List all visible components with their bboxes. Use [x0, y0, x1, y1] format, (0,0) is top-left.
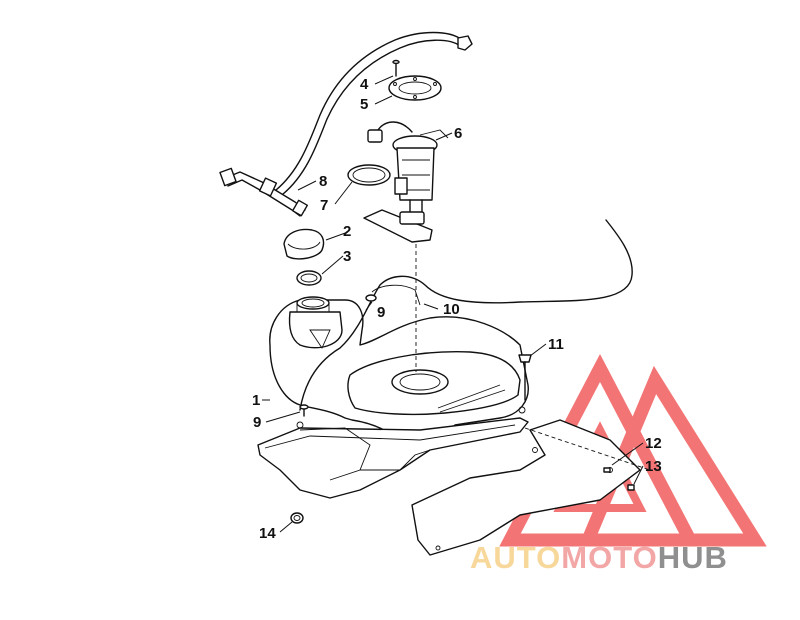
nut [627, 484, 635, 491]
callout-9-upper: 9 [377, 304, 385, 321]
pump-strainer [363, 209, 433, 243]
screw [392, 59, 400, 77]
callout-10: 10 [443, 301, 460, 318]
callout-5: 5 [360, 96, 368, 113]
callout-labels: 1 2 3 4 5 6 7 8 9 9 10 11 12 13 14 [252, 76, 662, 542]
fuel-pump-assembly [367, 121, 449, 213]
cap-seal-ring [296, 270, 322, 286]
callout-2: 2 [343, 223, 351, 240]
callout-9-lower: 9 [253, 414, 261, 431]
fuel-tank [257, 296, 529, 499]
callout-14: 14 [259, 525, 276, 542]
hose-clamp-lower [299, 404, 309, 417]
brand-hub: HUB [657, 540, 728, 575]
callout-6: 6 [454, 125, 462, 142]
o-ring [347, 164, 391, 186]
callout-12: 12 [645, 435, 662, 452]
washer [603, 467, 611, 473]
brand-auto: AUTO [470, 540, 562, 575]
vent-hose [299, 219, 633, 411]
gasket-ring [388, 75, 442, 101]
callout-13: 13 [645, 458, 662, 475]
callout-7: 7 [320, 197, 328, 214]
callout-8: 8 [319, 173, 327, 190]
watermark-brand-text: AUTOMOTOHUB [470, 540, 728, 576]
vent-hose-inner [371, 284, 421, 306]
hose-clamp-upper [365, 294, 377, 302]
heat-shield-plate [411, 419, 651, 556]
callout-4: 4 [360, 76, 369, 93]
grommet [290, 512, 304, 524]
fuel-cap [283, 228, 325, 260]
bolt [518, 354, 532, 401]
leader-lines [262, 75, 644, 533]
callout-11: 11 [548, 336, 564, 353]
fuel-line [219, 31, 473, 217]
callout-3: 3 [343, 248, 351, 265]
brand-moto: MOTO [561, 540, 658, 575]
callout-1: 1 [252, 392, 260, 409]
